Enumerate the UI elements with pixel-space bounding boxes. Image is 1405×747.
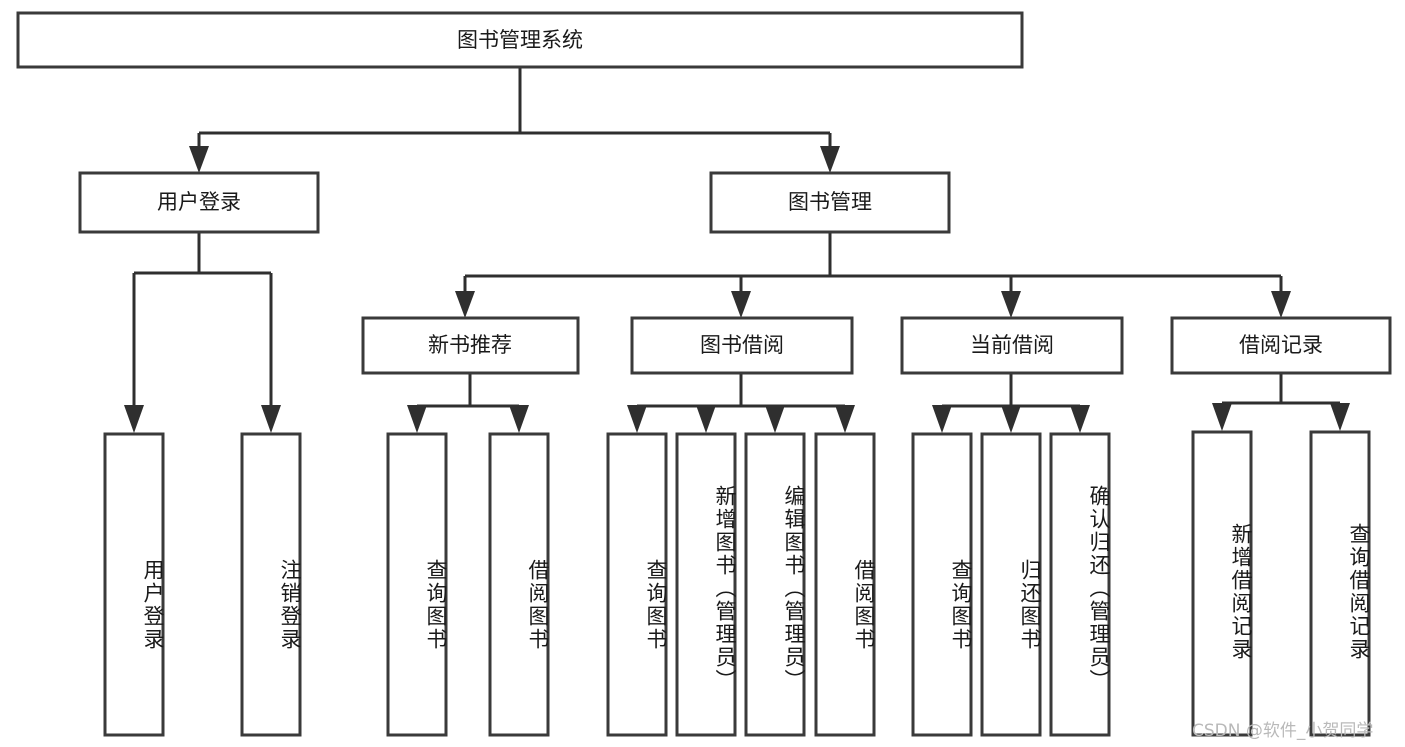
connector-group-book-manage	[455, 232, 1291, 318]
arrowhead-leaf-confirm-return	[1070, 405, 1090, 433]
connector-group-borrow-record	[1212, 373, 1350, 431]
node-book-borrow-label: 图书借阅	[700, 333, 784, 357]
connector-group-root	[189, 67, 840, 173]
node-leaf-query-book-3-box[interactable]	[911, 432, 973, 737]
connector-group-new-book-rec	[407, 373, 529, 433]
arrowhead-user-login	[189, 146, 209, 173]
node-root-label: 图书管理系统	[457, 28, 583, 52]
connector-group-current-borrow	[932, 373, 1090, 433]
node-user-login-box[interactable]	[78, 171, 320, 234]
node-new-book-rec-box[interactable]	[361, 316, 580, 375]
node-root-box[interactable]	[16, 11, 1024, 69]
node-borrow-record-label: 借阅记录	[1239, 333, 1323, 357]
arrowhead-new-book-rec	[455, 291, 475, 318]
node-leaf-add-book-box[interactable]	[675, 432, 737, 737]
csdn-watermark: CSDN @软件_小贺同学	[1192, 721, 1374, 741]
node-leaf-query-record-box[interactable]	[1309, 430, 1371, 737]
arrowhead-leaf-add-record	[1212, 403, 1232, 431]
node-user-login-label: 用户登录	[157, 190, 241, 214]
arrowhead-leaf-logout	[261, 405, 281, 433]
node-leaf-edit-book-box[interactable]	[744, 432, 806, 737]
arrowhead-book-borrow	[731, 291, 751, 318]
arrowhead-leaf-query-book-1	[407, 405, 427, 433]
connector-group-book-borrow	[627, 373, 855, 433]
node-book-manage-label: 图书管理	[788, 190, 872, 214]
arrowhead-leaf-return-book	[1001, 405, 1021, 433]
arrowhead-leaf-edit-book	[765, 405, 785, 433]
node-leaf-query-book-1-box[interactable]	[386, 432, 448, 737]
node-book-borrow-box[interactable]	[630, 316, 854, 375]
arrowhead-leaf-borrow-book-1	[509, 405, 529, 433]
connector-group-user-login	[124, 232, 281, 433]
node-leaf-logout-box[interactable]	[240, 432, 302, 737]
arrowhead-current-borrow	[1001, 291, 1021, 318]
node-leaf-borrow-book-2-box[interactable]	[814, 432, 876, 737]
node-book-manage-box[interactable]	[709, 171, 951, 234]
arrowhead-borrow-record	[1271, 291, 1291, 318]
arrowhead-leaf-user-login	[124, 405, 144, 433]
node-borrow-record-box[interactable]	[1170, 316, 1392, 375]
node-leaf-borrow-book-1-box[interactable]	[488, 432, 550, 737]
arrowhead-leaf-query-book-2	[627, 405, 647, 433]
node-leaf-confirm-return-box[interactable]	[1049, 432, 1111, 737]
arrowhead-leaf-query-record	[1330, 403, 1350, 431]
node-leaf-user-login-box[interactable]	[103, 432, 165, 737]
arrowhead-book-manage	[820, 146, 840, 173]
node-new-book-rec-label: 新书推荐	[428, 333, 512, 357]
node-leaf-add-record-box[interactable]	[1191, 430, 1253, 737]
arrowhead-leaf-borrow-book-2	[835, 405, 855, 433]
arrowhead-leaf-add-book	[696, 405, 716, 433]
node-current-borrow-box[interactable]	[900, 316, 1124, 375]
node-current-borrow-label: 当前借阅	[970, 333, 1054, 357]
arrowhead-leaf-query-book-3	[932, 405, 952, 433]
node-leaf-return-book-box[interactable]	[980, 432, 1042, 737]
node-leaf-query-book-2-box[interactable]	[606, 432, 668, 737]
